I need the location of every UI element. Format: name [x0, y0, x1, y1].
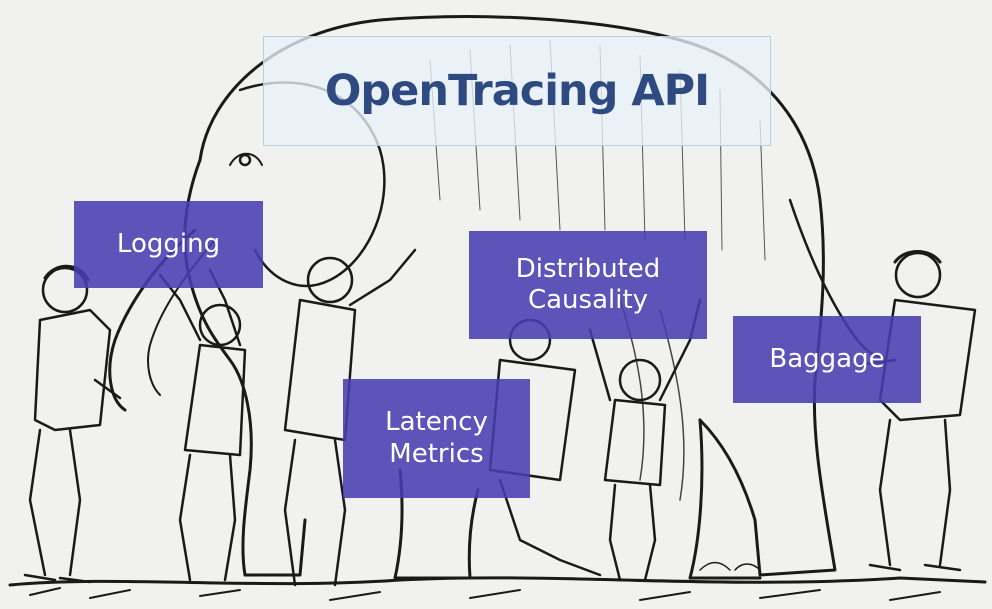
latency-metrics-label: Latency Metrics: [385, 407, 488, 469]
blind-man-5: [588, 298, 702, 582]
slide-title: OpenTracing API: [324, 66, 710, 116]
elephant-leg-back: [688, 418, 762, 580]
baggage-label: Baggage: [769, 343, 885, 374]
blind-man-1: [23, 264, 122, 584]
title-banner: OpenTracing API: [263, 36, 771, 146]
elephant-eye: [238, 153, 252, 167]
latency-metrics-label-box: Latency Metrics: [343, 379, 530, 498]
ground-line: [8, 576, 987, 587]
elephant-leg-front: [393, 468, 480, 580]
logging-label-box: Logging: [74, 201, 263, 288]
distributed-causality-label: Distributed Causality: [515, 253, 661, 315]
distributed-causality-label-box: Distributed Causality: [469, 231, 707, 339]
elephant-body: [198, 15, 837, 577]
logging-label: Logging: [116, 228, 221, 259]
blind-man-6: [858, 250, 977, 572]
baggage-label-box: Baggage: [733, 316, 921, 403]
blind-man-2: [158, 268, 247, 582]
